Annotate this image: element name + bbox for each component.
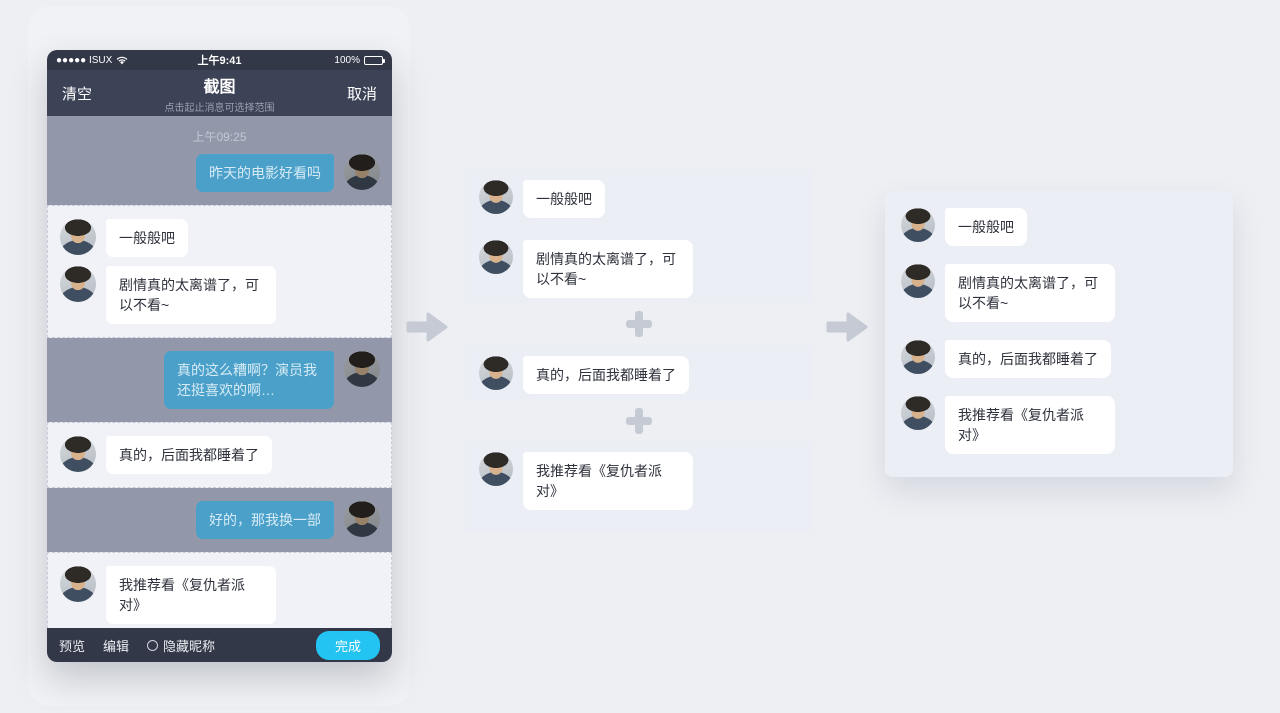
avatar <box>344 154 380 190</box>
avatar <box>60 266 96 302</box>
message-received[interactable]: 一般般吧 <box>60 219 379 257</box>
status-bar: ●●●●● ISUX 上午9:41 100% <box>47 50 392 70</box>
chat-section-dimmed: 上午09:25 昨天的电影好看吗 <box>47 116 392 205</box>
message-received: 一般般吧 <box>901 208 1217 246</box>
message-received: 剧情真的太离谱了，可以不看~ <box>901 264 1217 322</box>
avatar <box>479 356 513 390</box>
avatar <box>60 219 96 255</box>
chat-section-dimmed: 真的这么糟啊？演员我还挺喜欢的啊… <box>47 338 392 422</box>
avatar <box>901 264 935 298</box>
avatar <box>479 180 513 214</box>
radio-icon <box>147 639 159 651</box>
message-received: 剧情真的太离谱了，可以不看~ <box>479 240 799 298</box>
message-bubble: 剧情真的太离谱了，可以不看~ <box>523 240 693 298</box>
message-received: 我推荐看《复仇者派对》 <box>901 396 1217 454</box>
message-bubble[interactable]: 好的，那我换一部 <box>196 501 334 539</box>
chat-section-selected[interactable]: 一般般吧 剧情真的太离谱了，可以不看~ <box>47 205 392 338</box>
message-bubble: 真的，后面我都睡着了 <box>523 356 689 394</box>
plus-icon <box>626 408 652 434</box>
result-panel: 一般般吧 剧情真的太离谱了，可以不看~ 真的，后面我都睡着了 我推荐看《复仇者派… <box>885 191 1233 477</box>
message-bubble[interactable]: 昨天的电影好看吗 <box>196 154 334 192</box>
message-sent[interactable]: 昨天的电影好看吗 <box>59 154 380 192</box>
message-bubble[interactable]: 一般般吧 <box>106 219 188 257</box>
preview-button[interactable]: 预览 <box>59 638 86 654</box>
arrow-right-icon <box>824 310 870 349</box>
hide-nickname-toggle[interactable]: 隐藏昵称 <box>147 636 215 655</box>
message-bubble: 我推荐看《复仇者派对》 <box>523 452 693 510</box>
message-sent[interactable]: 好的，那我换一部 <box>59 501 380 539</box>
selection-panel-3: 我推荐看《复仇者派对》 <box>465 441 813 533</box>
edit-button[interactable]: 编辑 <box>103 638 130 654</box>
cancel-button[interactable]: 取消 <box>346 85 377 103</box>
message-bubble[interactable]: 真的这么糟啊？演员我还挺喜欢的啊… <box>164 351 334 409</box>
message-bubble[interactable]: 剧情真的太离谱了，可以不看~ <box>106 266 276 324</box>
avatar <box>60 436 96 472</box>
message-bubble: 我推荐看《复仇者派对》 <box>945 396 1115 454</box>
message-received: 真的，后面我都睡着了 <box>479 356 799 394</box>
nav-bar: 清空 截图 点击起止消息可选择范围 取消 <box>47 70 392 116</box>
phone-frame: ●●●●● ISUX 上午9:41 100% 清空 截图 点击起止消息可选择范围… <box>47 50 392 662</box>
clear-button[interactable]: 清空 <box>62 85 93 103</box>
chat-area: 上午09:25 昨天的电影好看吗 一般般吧 剧情真的太离谱了，可以不看~ 真的这… <box>47 116 392 628</box>
chat-section-selected[interactable]: 我推荐看《复仇者派对》 <box>47 552 392 628</box>
avatar <box>901 396 935 430</box>
done-button[interactable]: 完成 <box>315 630 380 660</box>
message-bubble: 真的，后面我都睡着了 <box>945 340 1111 378</box>
message-bubble: 剧情真的太离谱了，可以不看~ <box>945 264 1115 322</box>
message-bubble[interactable]: 我推荐看《复仇者派对》 <box>106 566 276 624</box>
chat-section-selected[interactable]: 真的，后面我都睡着了 <box>47 422 392 488</box>
message-sent[interactable]: 真的这么糟啊？演员我还挺喜欢的啊… <box>59 351 380 409</box>
chat-timestamp: 上午09:25 <box>192 130 247 144</box>
message-received[interactable]: 我推荐看《复仇者派对》 <box>60 566 379 624</box>
message-bubble[interactable]: 真的，后面我都睡着了 <box>106 436 272 474</box>
avatar <box>60 566 96 602</box>
bottom-toolbar: 预览 编辑 隐藏昵称 完成 <box>47 628 392 662</box>
message-received[interactable]: 真的，后面我都睡着了 <box>60 436 379 474</box>
message-received[interactable]: 剧情真的太离谱了，可以不看~ <box>60 266 379 324</box>
message-received: 我推荐看《复仇者派对》 <box>479 452 799 510</box>
page-title: 截图 <box>203 78 236 96</box>
message-received: 一般般吧 <box>479 180 799 218</box>
hide-nickname-label: 隐藏昵称 <box>163 638 216 654</box>
message-bubble: 一般般吧 <box>945 208 1027 246</box>
selection-panel-2: 真的，后面我都睡着了 <box>465 345 813 401</box>
avatar <box>901 208 935 242</box>
selection-panel-1: 一般般吧 剧情真的太离谱了，可以不看~ <box>465 169 813 303</box>
status-time: 上午9:41 <box>197 55 242 67</box>
message-received: 真的，后面我都睡着了 <box>901 340 1217 378</box>
plus-icon <box>626 311 652 337</box>
avatar <box>901 340 935 374</box>
message-bubble: 一般般吧 <box>523 180 605 218</box>
battery-percent: 100% <box>334 54 360 66</box>
page-subtitle: 点击起止消息可选择范围 <box>164 102 275 114</box>
carrier-text: ●●●●● ISUX <box>56 54 113 66</box>
avatar <box>344 501 380 537</box>
avatar <box>479 240 513 274</box>
arrow-right-icon <box>404 310 450 349</box>
wifi-icon <box>116 56 128 64</box>
chat-section-dimmed: 好的，那我换一部 <box>47 488 392 552</box>
battery-icon <box>364 55 385 65</box>
avatar <box>344 351 380 387</box>
avatar <box>479 452 513 486</box>
